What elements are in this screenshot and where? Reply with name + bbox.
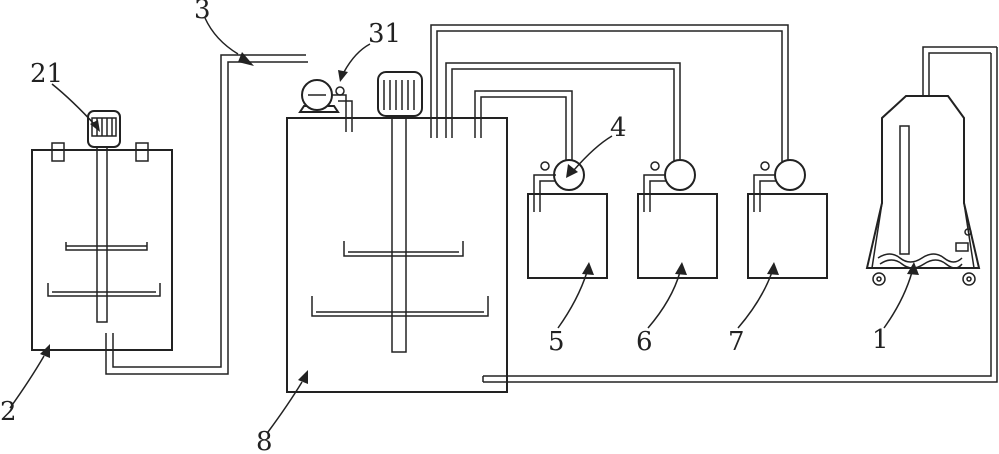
pump-6 [643,159,696,212]
tank-7 [747,159,828,279]
label-4: 4 [610,113,627,143]
label-6: 6 [636,327,653,357]
label-8: 8 [256,427,273,454]
label-31: 31 [368,19,401,49]
tank-8 [286,71,508,393]
tank-6 [637,159,718,279]
tank-5 [527,159,608,279]
pipe-3 [105,54,308,375]
tank-8-motor [377,71,423,117]
label-21: 21 [30,59,63,89]
label-1: 1 [872,325,889,355]
label-2: 2 [0,397,17,427]
outlet-pipes [430,24,789,166]
tank-2 [31,110,173,351]
label-5: 5 [548,327,565,357]
return-pipe [482,47,998,383]
label-3: 3 [194,0,211,25]
leader-arrows [9,17,919,433]
pump-7 [753,159,806,212]
pump-31 [298,79,353,132]
label-7: 7 [728,327,745,357]
motor-21 [87,110,121,148]
reactor-1 [865,46,997,286]
